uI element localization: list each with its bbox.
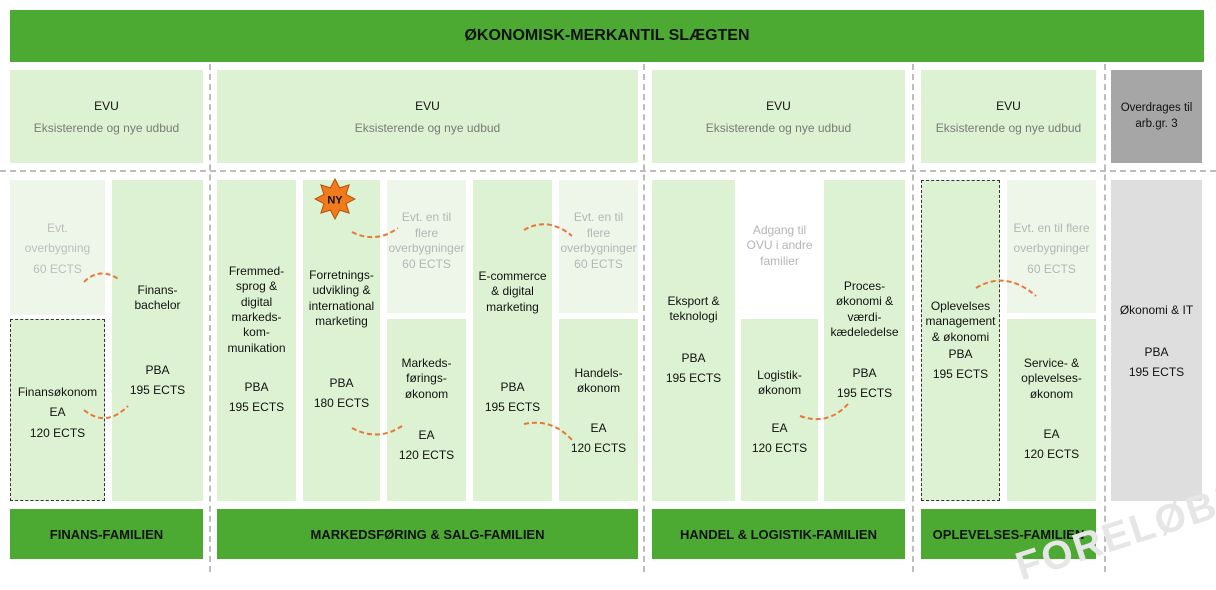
- family-footer-finans: FINANS-FAMILIEN: [10, 509, 203, 559]
- finansbachelor-box: Finans- bachelor PBA 195 ECTS: [112, 180, 203, 501]
- family-footer-marketing: MARKEDSFØRING & SALG-FAMILIEN: [217, 509, 638, 559]
- handelsokonom-box: Handels- økonom EA 120 ECTS: [559, 319, 638, 501]
- logistikokonom-text: Logistik- økonom: [757, 368, 802, 398]
- fremmedsprog-text: Fremmed- sprog & digital markeds- kom- m…: [227, 264, 286, 355]
- markedsforingsokonom-ea: EA 120 ECTS: [398, 428, 455, 462]
- family-name: MARKEDSFØRING & SALG-FAMILIEN: [310, 526, 545, 542]
- evu-sublabel: Eksisterende og nye udbud: [354, 120, 501, 135]
- arrow-arc: [799, 403, 849, 420]
- evu-sublabel: Eksisterende og nye udbud: [33, 120, 180, 135]
- arrow-arc: [83, 272, 121, 283]
- divider-4: [1104, 64, 1106, 572]
- finansokonom-box: Finansøkonom EA 120 ECTS: [10, 319, 105, 501]
- evu-box-finans: EVU Eksisterende og nye udbud: [10, 70, 203, 163]
- evu-box-oplevelses: EVU Eksisterende og nye udbud: [921, 70, 1096, 163]
- procesokonomi-pba: PBA 195 ECTS: [836, 366, 893, 400]
- arrow-arc: [351, 227, 399, 239]
- finans-overbygning-box: Evt. overbygning 60 ECTS: [10, 180, 105, 315]
- forretning-box: Forretnings- udvikling & international m…: [303, 180, 380, 501]
- ecommerce-text: E-commerce & digital marketing: [478, 269, 547, 314]
- family-footer-handel: HANDEL & LOGISTIK-FAMILIEN: [652, 509, 905, 559]
- flere-overbygninger-1-text: Evt. en til flere overbygninger 60 ECTS: [388, 210, 465, 271]
- arrow-arc: [523, 223, 573, 237]
- logistikokonom-box: Logistik- økonom EA 120 ECTS: [741, 319, 818, 501]
- family-footer-oplevelses: OPLEVELSES-FAMILIEN: [921, 509, 1096, 559]
- ecommerce-box: E-commerce & digital marketing PBA 195 E…: [473, 180, 552, 501]
- finansbachelor-pba: PBA 195 ECTS: [129, 363, 186, 397]
- evu-label: EVU: [766, 98, 791, 113]
- evu-sublabel: Eksisterende og nye udbud: [935, 120, 1082, 135]
- flere-overbygninger-3-text: Evt. en til flere overbygninger 60 ECTS: [1013, 221, 1090, 276]
- divider-1: [209, 64, 211, 572]
- arrow-arc: [351, 425, 403, 436]
- finansokonom-text: Finansøkonom EA 120 ECTS: [17, 385, 98, 440]
- family-name: FINANS-FAMILIEN: [49, 526, 164, 542]
- forretning-pba: PBA 180 ECTS: [313, 376, 370, 410]
- oplevelses-mgmt-pba: PBA 195 ECTS: [932, 347, 989, 381]
- evu-box-handel: EVU Eksisterende og nye udbud: [652, 70, 905, 163]
- okonomi-it-pba: PBA 195 ECTS: [1128, 345, 1185, 379]
- flere-overbygninger-2-text: Evt. en til flere overbygninger 60 ECTS: [560, 210, 637, 271]
- handelsokonom-text: Handels- økonom: [574, 366, 623, 396]
- evu-label: EVU: [94, 98, 119, 113]
- ny-badge-label: NY: [327, 195, 343, 207]
- adgang-text: Adgang til OVU i andre familier: [746, 223, 813, 268]
- arrow-arc: [975, 279, 1037, 297]
- procesokonomi-box: Proces- økonomi & værdi- kædeledelse PBA…: [824, 180, 905, 501]
- arrow-overlay: [83, 223, 1037, 441]
- fremmedsprog-box: Fremmed- sprog & digital markeds- kom- m…: [217, 180, 296, 501]
- markedsforingsokonom-box: Markeds- førings- økonom EA 120 ECTS: [387, 319, 466, 501]
- title-banner: ØKONOMISK-MERKANTIL SLÆGTEN: [10, 10, 1204, 62]
- overdrages-box: Overdrages til arb.gr. 3: [1111, 70, 1202, 163]
- eksport-pba: PBA 195 ECTS: [665, 351, 722, 385]
- family-name: HANDEL & LOGISTIK-FAMILIEN: [680, 526, 877, 542]
- service-okonom-box: Service- & oplevelses- økonom EA 120 ECT…: [1007, 319, 1096, 501]
- procesokonomi-text: Proces- økonomi & værdi- kædeledelse: [830, 279, 899, 340]
- divider-2: [643, 64, 645, 572]
- finansbachelor-text: Finans- bachelor: [134, 283, 181, 313]
- overdrages-label: Overdrages til arb.gr. 3: [1120, 101, 1193, 130]
- service-okonom-ea: EA 120 ECTS: [1023, 427, 1080, 461]
- adgang-box: Adgang til OVU i andre familier: [741, 180, 818, 315]
- oplevelses-mgmt-text: Oplevelses management & økonomi: [925, 299, 996, 344]
- ny-star-icon: NY: [314, 178, 356, 220]
- arrow-arc: [83, 405, 129, 419]
- finans-overbygning-text: Evt. overbygning 60 ECTS: [24, 221, 91, 276]
- logistikokonom-ea: EA 120 ECTS: [751, 421, 808, 455]
- eksport-text: Eksport & teknologi: [667, 294, 720, 324]
- family-name: OPLEVELSES-FAMILIEN: [932, 526, 1085, 542]
- evu-label: EVU: [415, 98, 440, 113]
- oplevelses-mgmt-box: Oplevelses management & økonomi PBA 195 …: [921, 180, 1000, 501]
- fremmedsprog-pba: PBA 195 ECTS: [228, 380, 285, 414]
- flere-overbygninger-3-box: Evt. en til flere overbygninger 60 ECTS: [1007, 180, 1096, 313]
- okonomi-it-box: Økonomi & IT PBA 195 ECTS: [1111, 180, 1202, 501]
- markedsforingsokonom-text: Markeds- førings- økonom: [401, 356, 452, 401]
- page-title: ØKONOMISK-MERKANTIL SLÆGTEN: [464, 27, 750, 44]
- evu-box-marketing: EVU Eksisterende og nye udbud: [217, 70, 638, 163]
- flere-overbygninger-1-box: Evt. en til flere overbygninger 60 ECTS: [387, 180, 466, 313]
- evu-label: EVU: [996, 98, 1021, 113]
- divider-3: [912, 64, 914, 572]
- eksport-box: Eksport & teknologi PBA 195 ECTS: [652, 180, 735, 501]
- ecommerce-pba: PBA 195 ECTS: [484, 380, 541, 414]
- evu-sublabel: Eksisterende og nye udbud: [705, 120, 852, 135]
- handelsokonom-ea: EA 120 ECTS: [570, 421, 627, 455]
- forretning-text: Forretnings- udvikling & international m…: [308, 268, 375, 329]
- arrow-arc: [523, 421, 573, 441]
- flere-overbygninger-2-box: Evt. en til flere overbygninger 60 ECTS: [559, 180, 638, 313]
- service-okonom-text: Service- & oplevelses- økonom: [1021, 356, 1082, 401]
- okonomi-it-text: Økonomi & IT: [1119, 303, 1194, 317]
- horizontal-divider: [0, 170, 1216, 172]
